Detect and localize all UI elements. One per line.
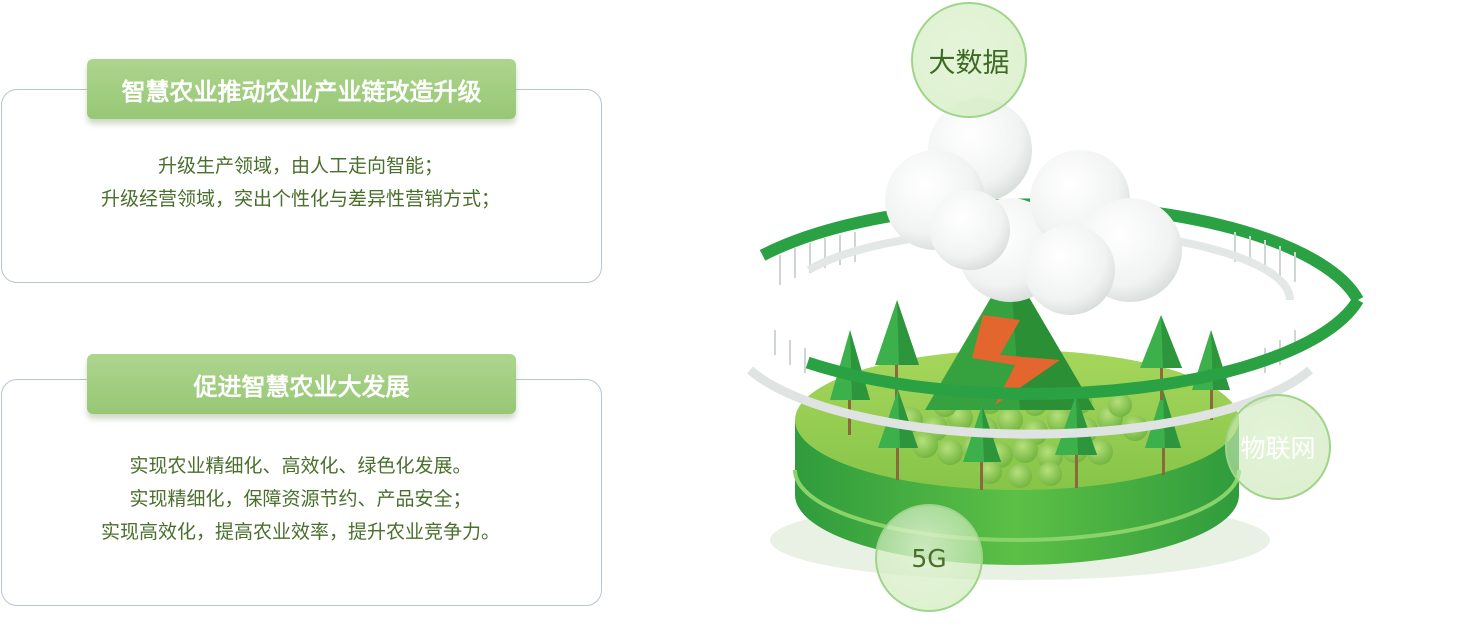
bubble-5g: 5G [875, 504, 983, 612]
pine-tree-icon [878, 390, 918, 480]
farm-scene-graphic [702, 98, 1364, 580]
card-body-upgrade: 升级生产领域，由人工走向智能； 升级经营领域，突出个性化与差异性营销方式； [0, 150, 601, 216]
ring-outer-front [702, 296, 1364, 400]
card-title-development: 促进智慧农业大发展 [87, 354, 516, 414]
platform-stripe [793, 469, 1241, 542]
bubble-iot: 物联网 [1225, 394, 1331, 500]
pine-tree-icon [1055, 395, 1097, 488]
bubble-big-data-label: 大数据 [928, 47, 1010, 79]
card-title-development-text: 促进智慧农业大发展 [193, 372, 410, 401]
info-card-upgrade [1, 89, 602, 283]
smart-farm-illustration: 大数据 物联网 5G [690, 0, 1476, 631]
card-title-upgrade-text: 智慧农业推动农业产业链改造升级 [121, 77, 482, 106]
card-line: 升级生产领域，由人工走向智能； [157, 155, 443, 177]
card-line: 实现农业精细化、高效化、绿色化发展。 [129, 455, 472, 477]
bubble-iot-label: 物联网 [1240, 434, 1316, 463]
bubble-big-data: 大数据 [911, 2, 1027, 118]
card-line: 升级经营领域，突出个性化与差异性营销方式； [100, 188, 500, 210]
card-body-development: 实现农业精细化、高效化、绿色化发展。 实现精细化，保障资源节约、产品安全； 实现… [0, 450, 601, 549]
card-line: 实现精细化，保障资源节约、产品安全； [129, 488, 472, 510]
ring-white-back [781, 225, 1294, 301]
card-title-upgrade: 智慧农业推动农业产业链改造升级 [87, 59, 516, 119]
lightning-bolt-icon [972, 315, 1060, 405]
card-line: 实现高效化，提高农业效率，提升农业竞争力。 [100, 521, 500, 543]
bubble-5g-label: 5G [911, 543, 947, 573]
info-card-development [1, 379, 602, 606]
cloud-icon [885, 98, 1182, 315]
